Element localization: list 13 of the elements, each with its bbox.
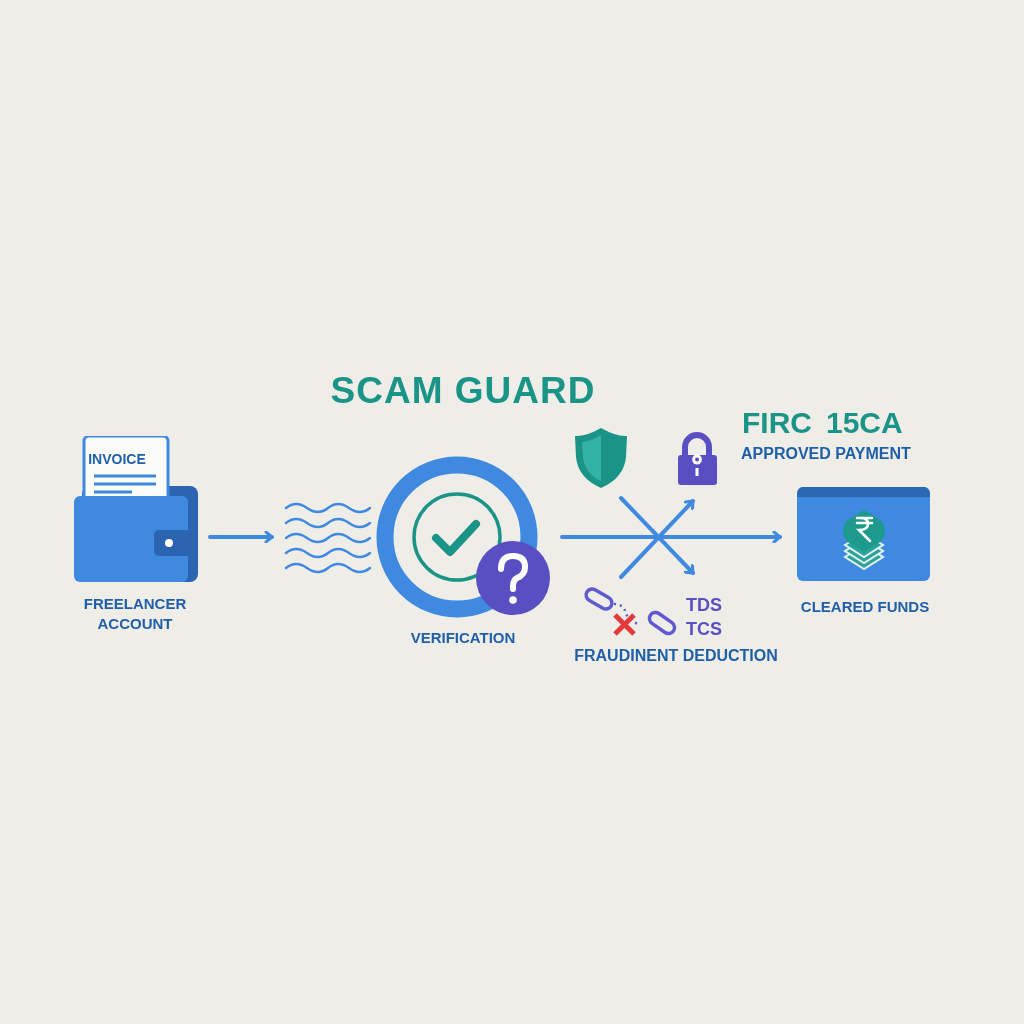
text-label: APPROVED PAYMENT	[741, 445, 911, 463]
node-label: FREELANCER ACCOUNT	[82, 594, 188, 634]
text-label: TDS	[686, 595, 722, 616]
arrow	[560, 530, 782, 544]
document-title: INVOICE	[87, 451, 147, 467]
text-label: FIRC	[742, 406, 812, 440]
text-label: FRAUDINENT DEDUCTION	[573, 647, 779, 665]
title: SCAM GUARD	[329, 370, 597, 412]
text-label: TCS	[686, 619, 722, 640]
node-label: CLEARED FUNDS	[799, 597, 931, 617]
text-label: 15CA	[826, 406, 903, 440]
node-label: VERIFICATION	[409, 628, 517, 648]
arrow	[208, 530, 274, 544]
